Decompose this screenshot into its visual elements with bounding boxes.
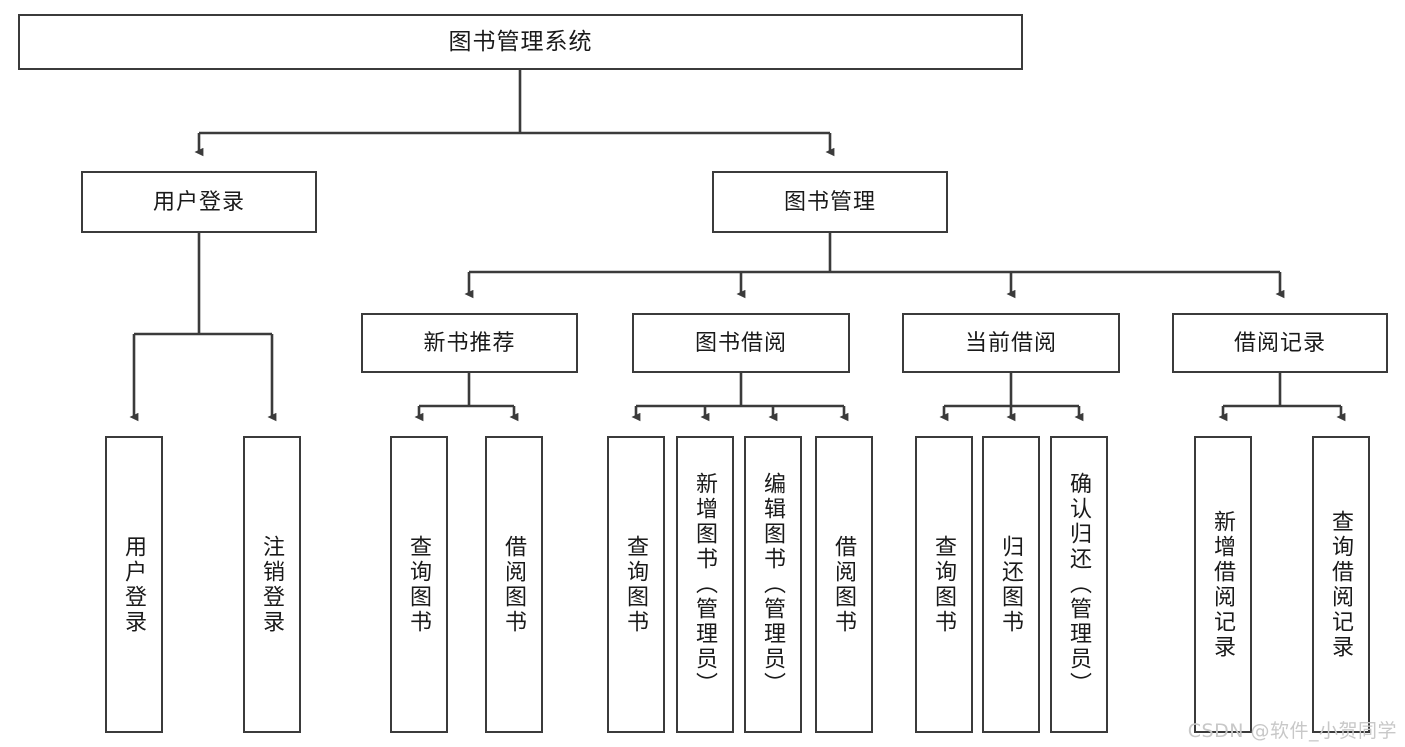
node-root-book-management-system[interactable]: 图书管理系统 bbox=[18, 14, 1023, 70]
node-label: 查询借阅记录 bbox=[1328, 509, 1354, 660]
watermark-text: CSDN @软件_小贺同学 bbox=[1187, 720, 1397, 742]
node-label: 确认归还（管理员） bbox=[1066, 472, 1092, 697]
node-label: 借阅图书 bbox=[501, 534, 527, 635]
node-label: 注销登录 bbox=[259, 534, 285, 635]
node-book-management[interactable]: 图书管理 bbox=[712, 171, 948, 233]
node-label: 图书管理 bbox=[783, 188, 876, 214]
node-label: 用户登录 bbox=[152, 188, 245, 214]
node-leaf-add-book[interactable]: 新增图书（管理员） bbox=[676, 436, 734, 733]
node-user-login[interactable]: 用户登录 bbox=[81, 171, 317, 233]
node-label: 查询图书 bbox=[623, 534, 649, 635]
node-leaf-user-logout[interactable]: 注销登录 bbox=[243, 436, 301, 733]
node-label: 借阅图书 bbox=[831, 534, 857, 635]
node-label: 新书推荐 bbox=[423, 329, 516, 355]
node-current-borrow[interactable]: 当前借阅 bbox=[902, 313, 1120, 373]
node-book-borrow[interactable]: 图书借阅 bbox=[632, 313, 850, 373]
node-label: 新增图书（管理员） bbox=[692, 472, 718, 697]
node-leaf-user-login[interactable]: 用户登录 bbox=[105, 436, 163, 733]
node-label: 归还图书 bbox=[998, 534, 1024, 635]
node-leaf-query-book-2[interactable]: 查询图书 bbox=[607, 436, 665, 733]
node-label: 编辑图书（管理员） bbox=[760, 472, 786, 697]
node-label: 当前借阅 bbox=[964, 329, 1057, 355]
node-leaf-return-book[interactable]: 归还图书 bbox=[982, 436, 1040, 733]
node-leaf-confirm-return[interactable]: 确认归还（管理员） bbox=[1050, 436, 1108, 733]
node-leaf-borrow-book-2[interactable]: 借阅图书 bbox=[815, 436, 873, 733]
node-label: 查询图书 bbox=[931, 534, 957, 635]
node-leaf-query-book-3[interactable]: 查询图书 bbox=[915, 436, 973, 733]
node-label: 图书借阅 bbox=[694, 329, 787, 355]
node-leaf-edit-book[interactable]: 编辑图书（管理员） bbox=[744, 436, 802, 733]
node-leaf-query-book-1[interactable]: 查询图书 bbox=[390, 436, 448, 733]
node-label: 用户登录 bbox=[121, 534, 147, 635]
node-label: 借阅记录 bbox=[1233, 329, 1326, 355]
node-borrow-record[interactable]: 借阅记录 bbox=[1172, 313, 1388, 373]
node-new-book-recommend[interactable]: 新书推荐 bbox=[361, 313, 578, 373]
node-leaf-borrow-book-1[interactable]: 借阅图书 bbox=[485, 436, 543, 733]
node-label: 查询图书 bbox=[406, 534, 432, 635]
node-leaf-query-record[interactable]: 查询借阅记录 bbox=[1312, 436, 1370, 733]
node-label: 图书管理系统 bbox=[448, 28, 593, 55]
node-label: 新增借阅记录 bbox=[1210, 509, 1236, 660]
node-leaf-add-record[interactable]: 新增借阅记录 bbox=[1194, 436, 1252, 733]
